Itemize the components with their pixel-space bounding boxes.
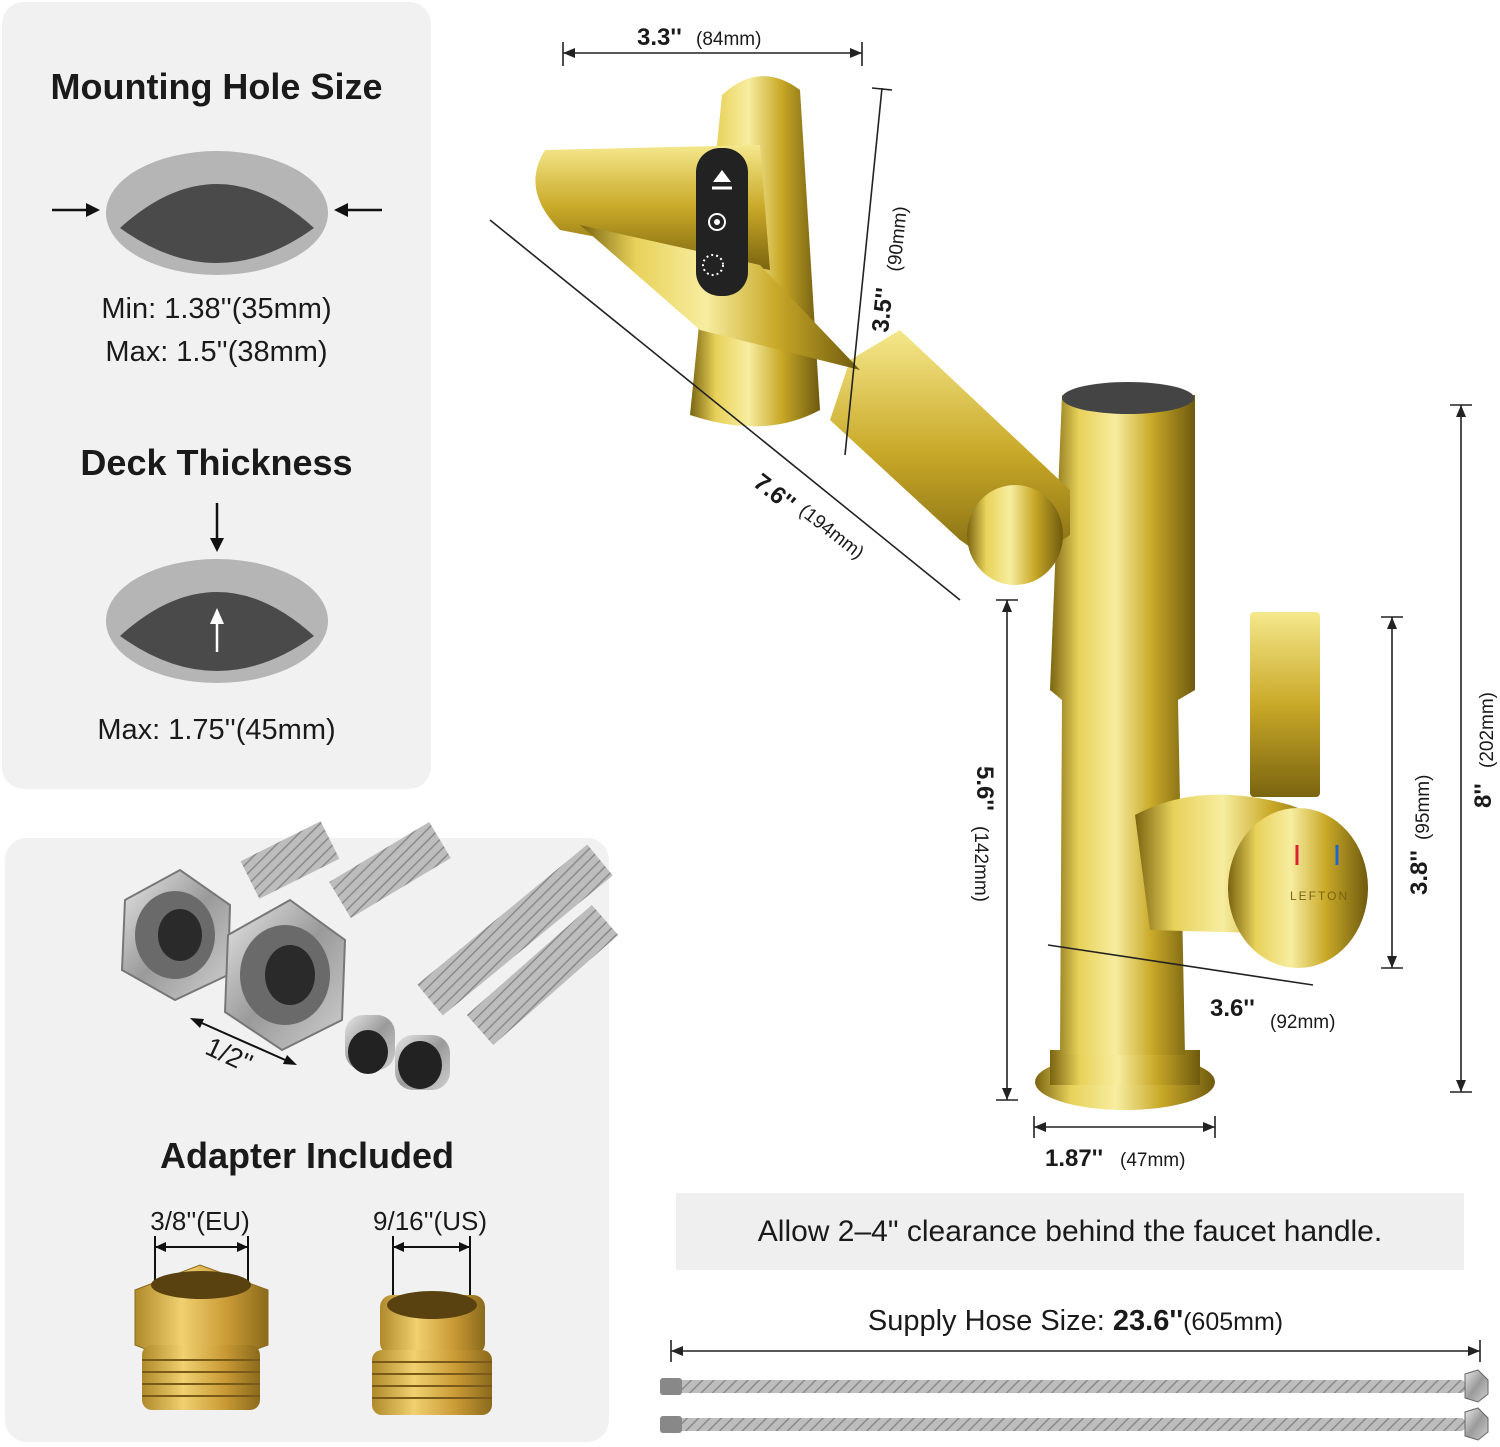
hex-nut-1 [120,868,232,1002]
dim-handle-reach-mm: (92mm) [1270,1012,1335,1033]
clearance-note-text: Allow 2–4" clearance behind the faucet h… [757,1215,1383,1248]
dim-handle-height-mm: (95mm) [1413,775,1434,840]
deck-max-text: Max: 1.75''(45mm) [97,714,336,746]
thread-dimension [190,1018,297,1065]
dim-base-width-in: 1.87'' [1045,1145,1103,1172]
supply-prefix: Supply Hose Size: [867,1305,1113,1337]
dim-total-height-in: 8'' [1470,783,1497,808]
supply-hose-2 [660,1407,1489,1441]
rain-mode-icon [702,254,724,276]
mounting-hole-title: Mounting Hole Size [50,66,383,107]
faucet-body [535,76,1368,1110]
arrow-down-icon [210,503,224,552]
supply-value: 23.6'' [1112,1305,1184,1337]
dim-spray-height-in: 3.5'' [867,286,899,333]
mounting-hole-icon [106,151,328,275]
dim-spout-height-mm: (142mm) [970,826,991,902]
dimension-lines [489,42,1481,1362]
supply-mm: (605mm) [1183,1308,1284,1336]
dim-handle-height-in: 3.8'' [1406,850,1433,895]
mounting-min-text: Min: 1.38''(35mm) [101,293,332,325]
dimension-arrowheads [563,48,1480,1356]
clearance-note-box [676,1193,1464,1270]
supply-hose-1 [660,1369,1489,1403]
braided-hoses [240,821,619,1046]
mounting-max-text: Max: 1.5''(38mm) [105,336,328,368]
dim-arm-length-in: 7.6'' [748,468,800,517]
spray-mode-icon [708,213,726,231]
arrow-up-icon [210,608,224,652]
adapter-eu-icon [134,1236,269,1410]
arrow-left-icon [334,203,382,217]
deck-thickness-title: Deck Thickness [80,442,353,483]
dim-arm-length-mm: (194mm) [795,500,868,563]
dim-spray-width-in: 3.3'' [637,24,682,51]
dim-spray-width-mm: (84mm) [696,29,761,50]
brand-logo: LEFTON [1290,889,1349,903]
adapter-us-icon [372,1236,492,1415]
dim-spout-height-in: 5.6'' [971,766,998,811]
arrow-right-icon [52,203,100,217]
dim-total-height-mm: (202mm) [1477,692,1498,768]
adapter-eu-label: 3/8''(EU) [150,1206,250,1236]
threaded-ends [345,1015,450,1090]
supply-hose-label: Supply Hose Size: 23.6''(605mm) [671,1305,1480,1338]
hex-nut-2 [223,898,347,1052]
adapter-title: Adapter Included [159,1135,455,1176]
dim-handle-reach-in: 3.6'' [1210,995,1255,1022]
dim-spray-height-mm: (90mm) [884,205,912,272]
dim-base-width-mm: (47mm) [1120,1150,1185,1171]
stream-mode-icon [712,170,732,190]
adapter-us-label: 9/16''(US) [373,1206,487,1236]
